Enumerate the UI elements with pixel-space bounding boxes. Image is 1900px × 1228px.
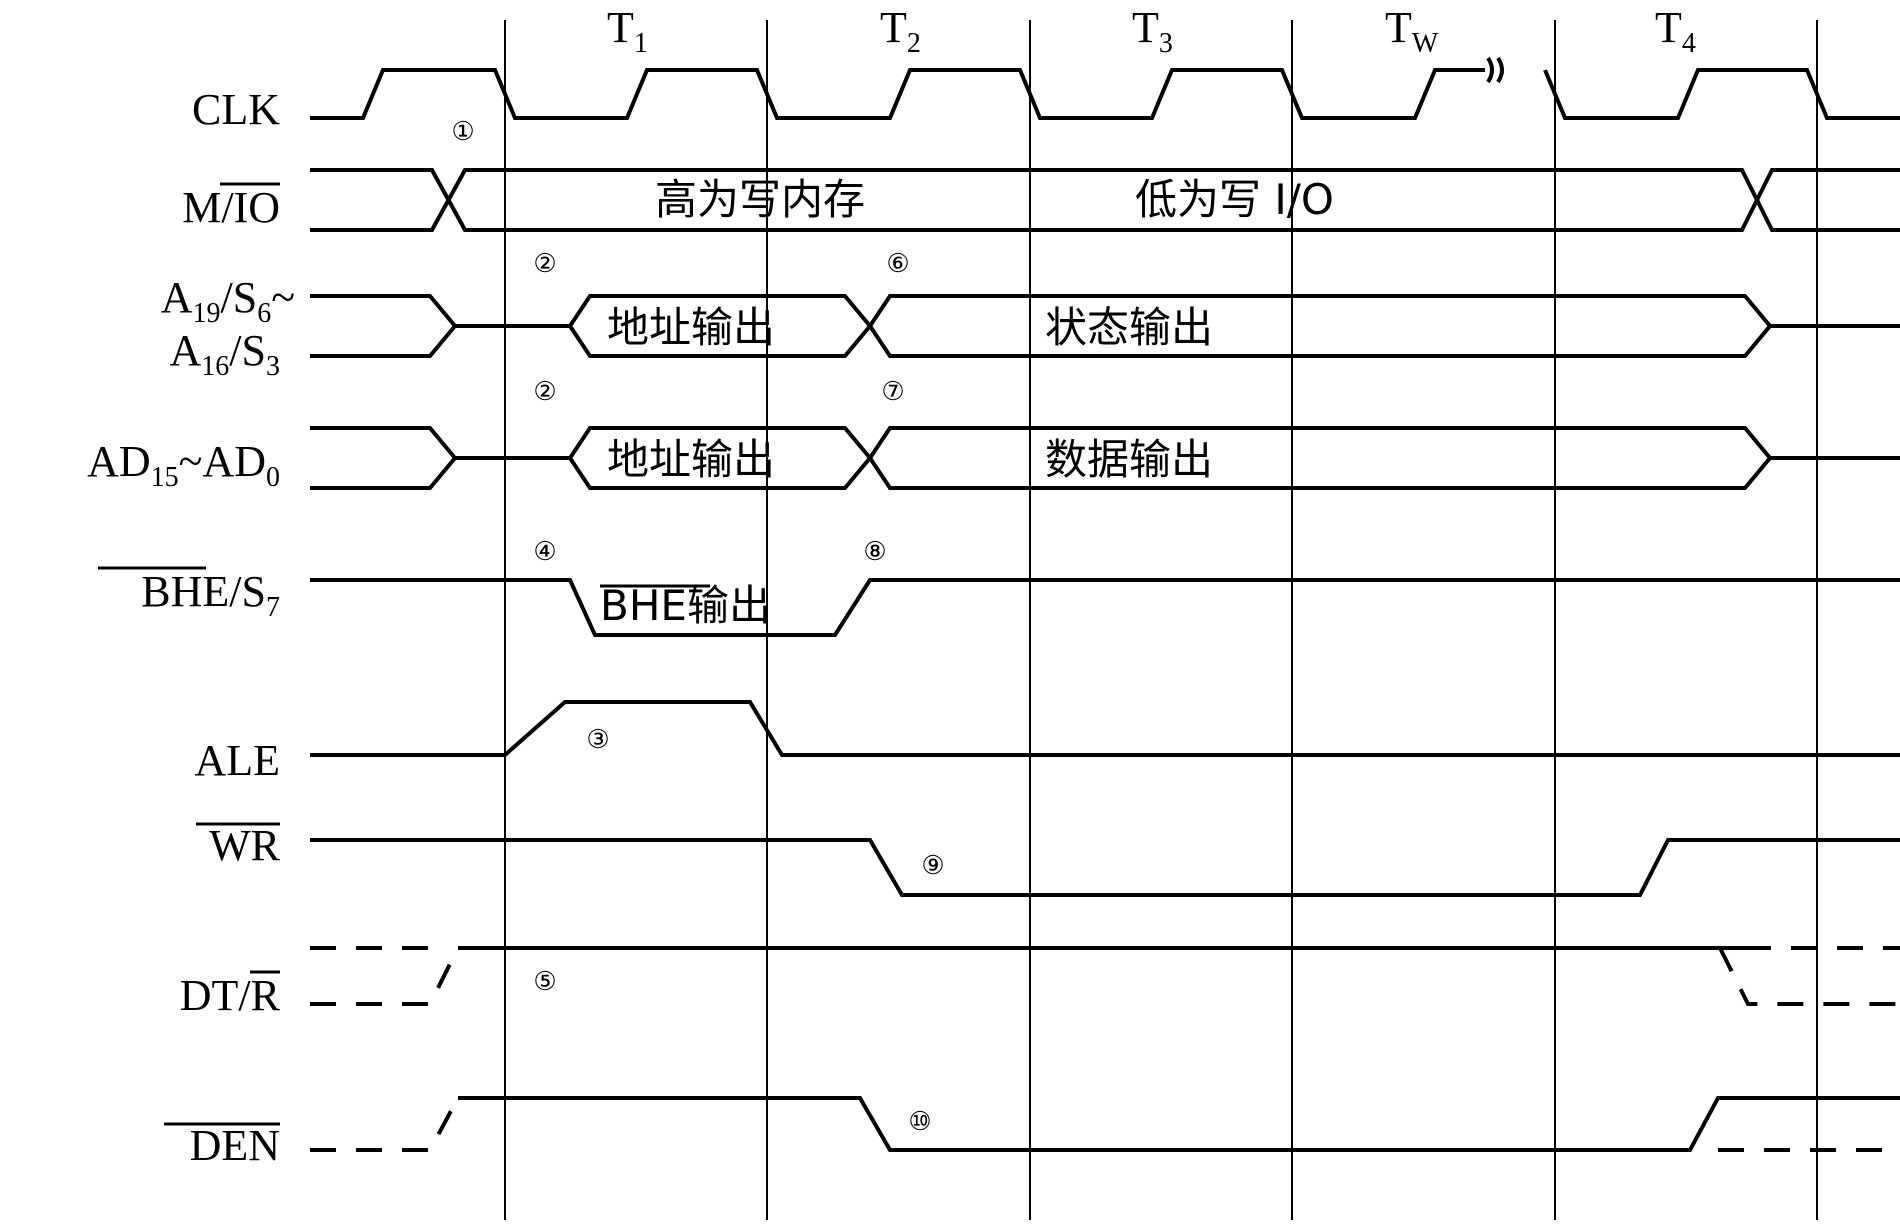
ad-addr-text: 地址输出	[607, 435, 775, 484]
marker-6: ⑥	[886, 249, 909, 278]
signal-mio-label: M/IO	[182, 183, 280, 232]
dtr-float-right-low	[1718, 947, 1900, 1006]
marker-4: ④	[533, 537, 556, 566]
period-tw-label: TW	[1385, 3, 1439, 59]
a19-status-text: 状态输出	[1045, 303, 1213, 352]
period-t3-label: T3	[1132, 3, 1173, 59]
marker-8: ⑧	[863, 537, 886, 566]
mio-low-text: 低为写 I/O	[1135, 175, 1334, 224]
signal-clk-label: CLK	[192, 85, 280, 134]
signal-a16s3-label: A16/S3	[170, 326, 280, 382]
period-t1-label: T1	[607, 3, 648, 59]
signal-den-label: DEN	[190, 1121, 280, 1170]
a19-addr-text: 地址输出	[607, 303, 775, 352]
waveforms	[310, 56, 1900, 1152]
clk-break-mark	[1486, 56, 1504, 84]
marker-2b: ②	[533, 377, 556, 406]
a19-a16-waveform	[310, 294, 1900, 358]
ad-data-text: 数据输出	[1045, 435, 1213, 484]
signal-ad-label: AD15~AD0	[87, 437, 280, 493]
ad-waveform	[310, 426, 1900, 490]
marker-3: ③	[586, 725, 609, 754]
marker-2a: ②	[533, 249, 556, 278]
signal-a19s6-label: A19/S6~	[161, 273, 295, 329]
period-boundaries	[504, 20, 1818, 1220]
bus-texts: 高为写内存 低为写 I/O 地址输出 状态输出 地址输出 数据输出 BHE输出	[600, 175, 1334, 630]
signal-dtr-label: DT/R	[180, 971, 281, 1020]
marker-9: ⑨	[921, 851, 944, 880]
marker-10: ⑩	[908, 1107, 931, 1136]
mio-waveform	[310, 168, 1900, 232]
den-float-left	[310, 1097, 460, 1152]
period-headers: T1 T2 T3 TW T4	[607, 3, 1696, 59]
dtr-float-left-low	[310, 947, 460, 1006]
period-t4-label: T4	[1655, 3, 1696, 59]
wr-waveform	[310, 838, 1900, 897]
markers: ① ② ② ④ ③ ⑤ ⑥ ⑦ ⑧ ⑨ ⑩	[451, 117, 944, 1136]
signal-labels: CLK M/IO A19/S6~ A16/S3 AD15~AD0 BHE/S7 …	[87, 85, 295, 1170]
bhe-out-text: BHE输出	[600, 581, 771, 630]
period-t2-label: T2	[880, 3, 921, 59]
signal-bhe-label: BHE/S7	[141, 567, 280, 623]
marker-5: ⑤	[533, 967, 556, 996]
ale-waveform	[310, 700, 1900, 757]
clk-waveform-cont	[1543, 68, 1900, 120]
marker-7: ⑦	[881, 377, 904, 406]
signal-wr-label: WR	[209, 821, 281, 870]
den-waveform	[458, 1096, 1900, 1152]
marker-1: ①	[451, 117, 474, 146]
mio-high-text: 高为写内存	[655, 175, 865, 224]
bhe-waveform	[310, 578, 1900, 637]
clk-waveform	[310, 68, 1485, 120]
signal-ale-label: ALE	[194, 736, 280, 785]
